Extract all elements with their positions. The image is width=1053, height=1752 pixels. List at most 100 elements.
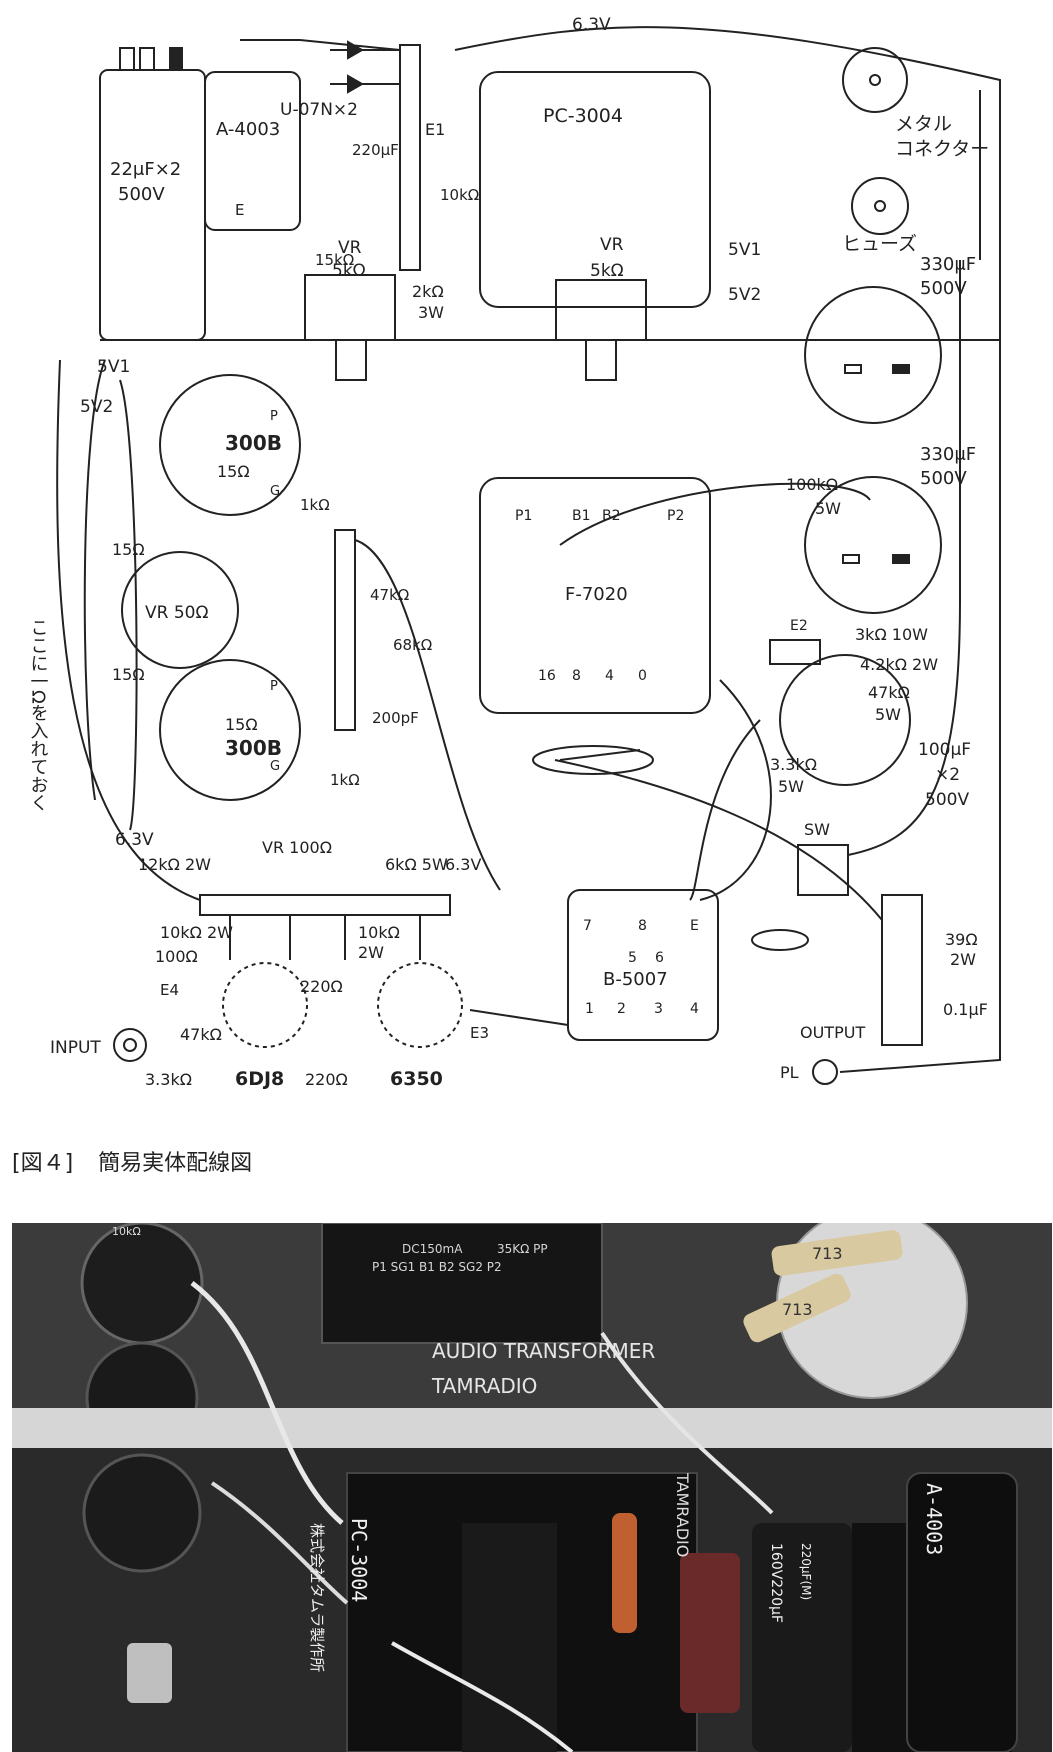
caption-number: [図４] [12,1151,74,1176]
label-b5007-6: 6 [655,950,664,966]
label-pin-g-b: G [270,759,280,774]
caption-title: 簡易実体配線図 [98,1151,253,1176]
label-r-100k-a: 100kΩ [786,475,838,494]
photo-label-tamradio-side: TAMRADIO [673,1472,692,1557]
label-e1: E1 [425,120,445,139]
label-r-100k-b: 5W [815,499,841,518]
label-fuse: ヒューズ [842,233,917,255]
label-r-68k: 68kΩ [393,636,432,654]
label-vr-right-b: 5kΩ [590,261,624,281]
label-b5007-2: 2 [617,1001,626,1017]
label-r-15-b: 15Ω [112,665,145,684]
label-r-42k: 4.2kΩ 2W [860,655,938,674]
label-metal-a: メタル [895,113,952,135]
label-v5-2-top: 5V2 [728,285,761,305]
photo-label-brand-b: TAMRADIO [431,1374,537,1398]
label-cap-330-a: 330μF [920,254,976,275]
label-cap-330-a-v: 500V [920,278,967,299]
label-e4: E4 [160,981,179,999]
label-tube-6350: 6350 [390,1068,443,1090]
label-pin-p-a: P [270,409,278,424]
label-r-15-tube1: 15Ω [217,462,250,481]
label-r-2k-a: 2kΩ [412,282,444,301]
label-note-vertical: ここに一Ωを入れておく [28,618,49,812]
label-b5007-3: 3 [654,1001,663,1017]
label-tube-300b-b: 300B [225,736,282,760]
label-cap-01u: 0.1μF [943,1000,988,1019]
label-f7020-b2: B2 [602,508,621,524]
label-a4003: A-4003 [216,119,280,140]
label-v63-left: 6.3V [115,830,154,850]
label-r-33k-in: 3.3kΩ [145,1070,192,1089]
label-vr-50: VR 50Ω [145,603,208,623]
photo-label-cap: 160V220μF [768,1543,784,1623]
label-vr-left-b: 5kΩ [332,261,366,281]
label-f7020: F-7020 [565,584,628,605]
label-f7020-0: 0 [638,668,647,684]
label-b5007-8: 8 [638,918,647,934]
label-r-3k: 3kΩ 10W [855,625,928,644]
figure-caption: [図４] 簡易実体配線図 [12,1145,252,1177]
label-diode: U-07N×2 [280,100,358,120]
label-metal-b: コネクター [895,138,989,160]
label-r-15k: 15kΩ [315,251,354,269]
label-r-39-w: 2W [950,950,976,969]
label-r-220-a: 220Ω [300,977,343,996]
label-cap-200p: 200pF [372,709,419,727]
label-r-47k: 47kΩ [370,586,409,604]
label-r-15-a: 15Ω [112,540,145,559]
label-cap-100u-b: ×2 [935,765,960,785]
label-pl: PL [780,1063,799,1082]
photo-label-a4003: A-4003 [922,1483,946,1555]
label-b5007: B-5007 [603,969,668,990]
photo-label-cap-b: 220μF(M) [799,1543,813,1600]
photo-label-pins: P1 SG1 B1 B2 SG2 P2 [372,1260,502,1274]
label-b5007-4: 4 [690,1001,699,1017]
label-v5-1-top: 5V1 [728,240,761,260]
label-cap-100u-c: 500V [925,790,969,810]
label-r-33k-a: 3.3kΩ [770,755,817,774]
label-r-1k-a: 1kΩ [300,496,330,514]
label-r-6k: 6kΩ 5W [385,855,448,874]
label-r-10k-2w-mid-b: 2W [358,943,384,962]
label-f7020-8: 8 [572,668,581,684]
photo-label-brand-a: AUDIO TRANSFORMER [432,1339,655,1363]
label-r-220-b: 220Ω [305,1070,348,1089]
label-v5-2-left: 5V2 [80,397,113,417]
label-f7020-b1: B1 [572,508,591,524]
label-r-10k-2w-mid-a: 10kΩ [358,923,400,942]
label-f7020-16: 16 [538,668,556,684]
label-f7020-4: 4 [605,668,614,684]
label-r-1k-b: 1kΩ [330,771,360,789]
label-f7020-p2: P2 [667,508,684,524]
photo-label-pc3004: PC-3004 [347,1518,371,1602]
label-b5007-7: 7 [583,918,592,934]
label-output: OUTPUT [800,1023,865,1042]
label-cap-100u-a: 100μF [918,740,971,760]
photo-label-dc150: DC150mA [402,1242,463,1256]
label-b5007-5: 5 [628,950,637,966]
label-r-39: 39Ω [945,930,978,949]
wiring-diagram: 22μF×2 500V A-4003 E U-07N×2 E1 220μF 10… [28,15,1001,1090]
label-cap-220uf: 220μF [352,141,399,159]
label-v63-top: 6.3V [572,15,611,35]
label-b5007-1: 1 [585,1001,594,1017]
label-a4003-e: E [235,201,244,219]
label-e2: E2 [790,618,808,634]
label-r-2k-b: 3W [418,303,444,322]
label-r-10k-top: 10kΩ [440,186,479,204]
photo-label-company: 株式会社タムラ製作所 [308,1523,326,1672]
label-pin-p-b: P [270,679,278,694]
label-sw: SW [804,820,830,839]
label-tube-300b-a: 300B [225,431,282,455]
label-r-10k-2w-left: 10kΩ 2W [160,923,233,942]
label-r-33k-b: 5W [778,777,804,796]
label-r-100: 100Ω [155,947,198,966]
label-b5007-e: E [690,918,699,934]
photo-label-res-a: 713 [812,1244,843,1263]
label-input: INPUT [50,1038,101,1058]
chassis-photo: DC150mA 35KΩ PP P1 SG1 B1 B2 SG2 P2 AUDI… [12,1223,1052,1752]
label-v63-bottom: 6.3V [445,855,481,874]
label-vr-100: VR 100Ω [262,838,332,857]
label-f7020-p1: P1 [515,508,532,524]
